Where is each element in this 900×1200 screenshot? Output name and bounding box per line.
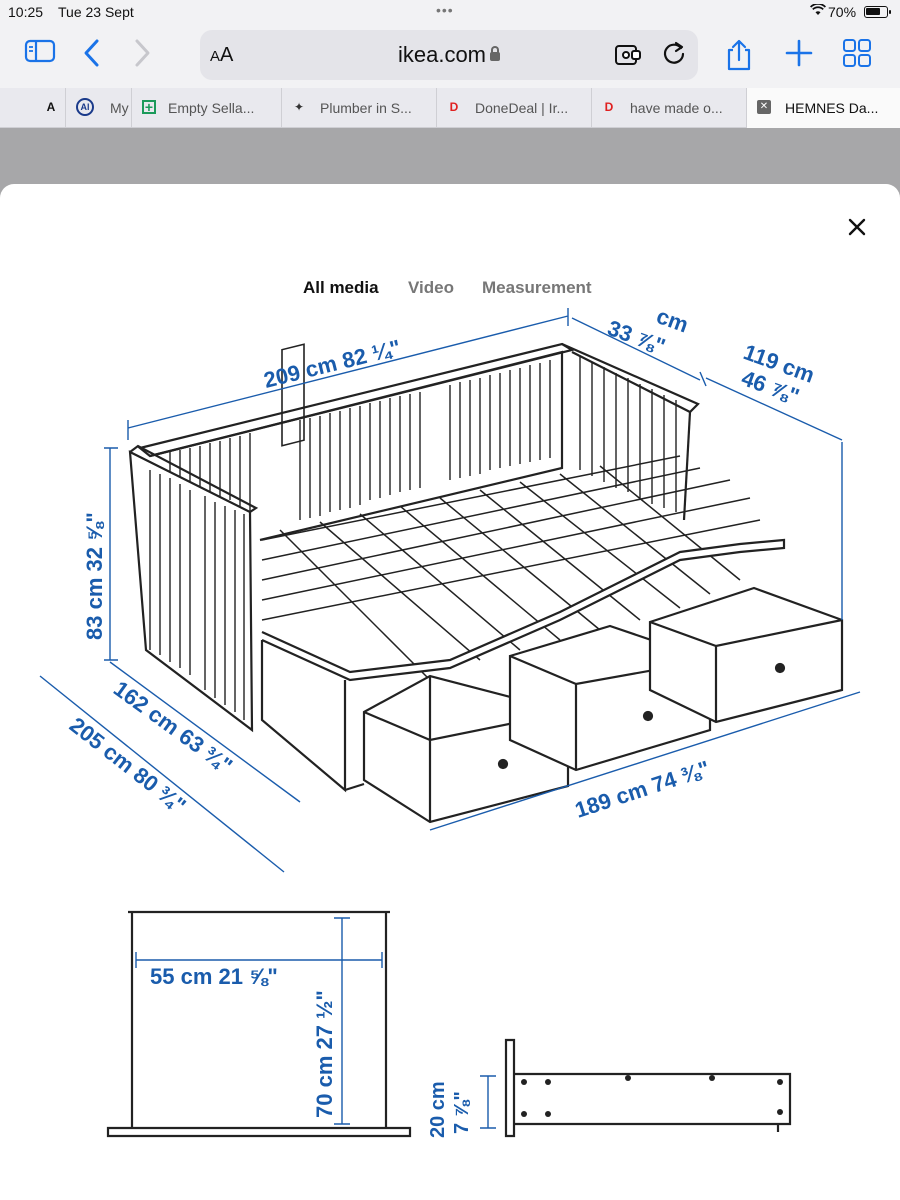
clock: 10:25: [8, 4, 44, 20]
tab-label: Empty Sella...: [168, 100, 255, 116]
tab-label: DoneDeal | Ir...: [475, 100, 569, 116]
reader-extension-icon[interactable]: [614, 42, 641, 66]
share-icon[interactable]: [724, 38, 754, 78]
drawer-width-label: 55 cm 21 ⅝": [150, 964, 278, 989]
tab-favicon-icon: D: [449, 100, 459, 114]
tab-label: have made o...: [630, 100, 723, 116]
tab-favicon-icon: +: [142, 100, 156, 114]
sidebar-icon[interactable]: [24, 38, 56, 70]
tab-strip: A Al My + Empty Sella... ✦ Plumber in S.…: [0, 88, 900, 128]
tab-video[interactable]: Video: [408, 278, 454, 297]
forward-arrow-icon[interactable]: [132, 38, 152, 74]
measurement-illustration: 209 cm 82 ¼" cm 33 ⅞" 119 cm 46 ⅞" 83 cm…: [39, 303, 861, 1138]
back-arrow-icon[interactable]: [82, 38, 102, 74]
wifi-icon: [809, 3, 827, 19]
drawer-side-view: [504, 1038, 792, 1138]
tab-favicon-icon: D: [604, 100, 614, 114]
drawer-height-in: 7 ⅞": [451, 1091, 473, 1134]
dimension-lines: [39, 308, 861, 873]
length-top-in: 82 ¼": [340, 335, 404, 374]
battery-percentage: 70%: [828, 4, 857, 20]
browser-toolbar: AA ikea.com: [0, 24, 900, 88]
tab-6[interactable]: D have made o...: [592, 88, 747, 128]
battery-icon: [864, 6, 891, 18]
url-text[interactable]: ikea.com: [200, 42, 698, 68]
tab-close-icon[interactable]: ✕: [757, 100, 771, 114]
tab-7-active[interactable]: ✕ HEMNES Da...: [747, 88, 900, 128]
daybed-drawing: [128, 342, 844, 824]
drawer-top-view: [106, 910, 412, 1138]
date: Tue 23 Sept: [58, 4, 134, 20]
tab-4[interactable]: ✦ Plumber in S...: [282, 88, 437, 128]
tab-favicon-icon: ✦: [293, 100, 305, 114]
tab-3[interactable]: + Empty Sella...: [132, 88, 282, 128]
multitasking-dots-icon[interactable]: •••: [436, 2, 454, 18]
close-icon[interactable]: [842, 212, 872, 242]
status-bar: 10:25 Tue 23 Sept ••• 70%: [0, 0, 900, 24]
text-size-button[interactable]: AA: [210, 44, 234, 66]
drawer-depth-label: 70 cm 27 ½": [312, 990, 337, 1118]
tab-label: My: [110, 100, 129, 116]
tab-5[interactable]: D DoneDeal | Ir...: [437, 88, 592, 128]
tab-overview-icon[interactable]: [842, 38, 872, 74]
reload-icon[interactable]: [662, 40, 686, 73]
address-bar[interactable]: AA ikea.com: [200, 30, 698, 80]
lock-icon: [490, 46, 501, 61]
drawer-height-cm: 20 cm: [427, 1081, 449, 1138]
length-top-cm: 209 cm: [261, 351, 339, 393]
new-tab-plus-icon[interactable]: [784, 38, 814, 74]
tab-measurement[interactable]: Measurement: [482, 278, 592, 297]
tab-label: Plumber in S...: [320, 100, 412, 116]
tab-2[interactable]: Al My: [66, 88, 132, 128]
height-label: 83 cm 32 ⅝": [82, 512, 107, 640]
tab-favicon-icon: A: [46, 100, 56, 114]
tab-1[interactable]: A: [0, 88, 66, 128]
tab-all-media[interactable]: All media: [303, 278, 379, 297]
svg-text:209 cm 82 ¼": 209 cm 82 ¼": [261, 335, 403, 393]
tab-label: HEMNES Da...: [785, 100, 879, 116]
tab-favicon-icon: Al: [76, 98, 94, 116]
